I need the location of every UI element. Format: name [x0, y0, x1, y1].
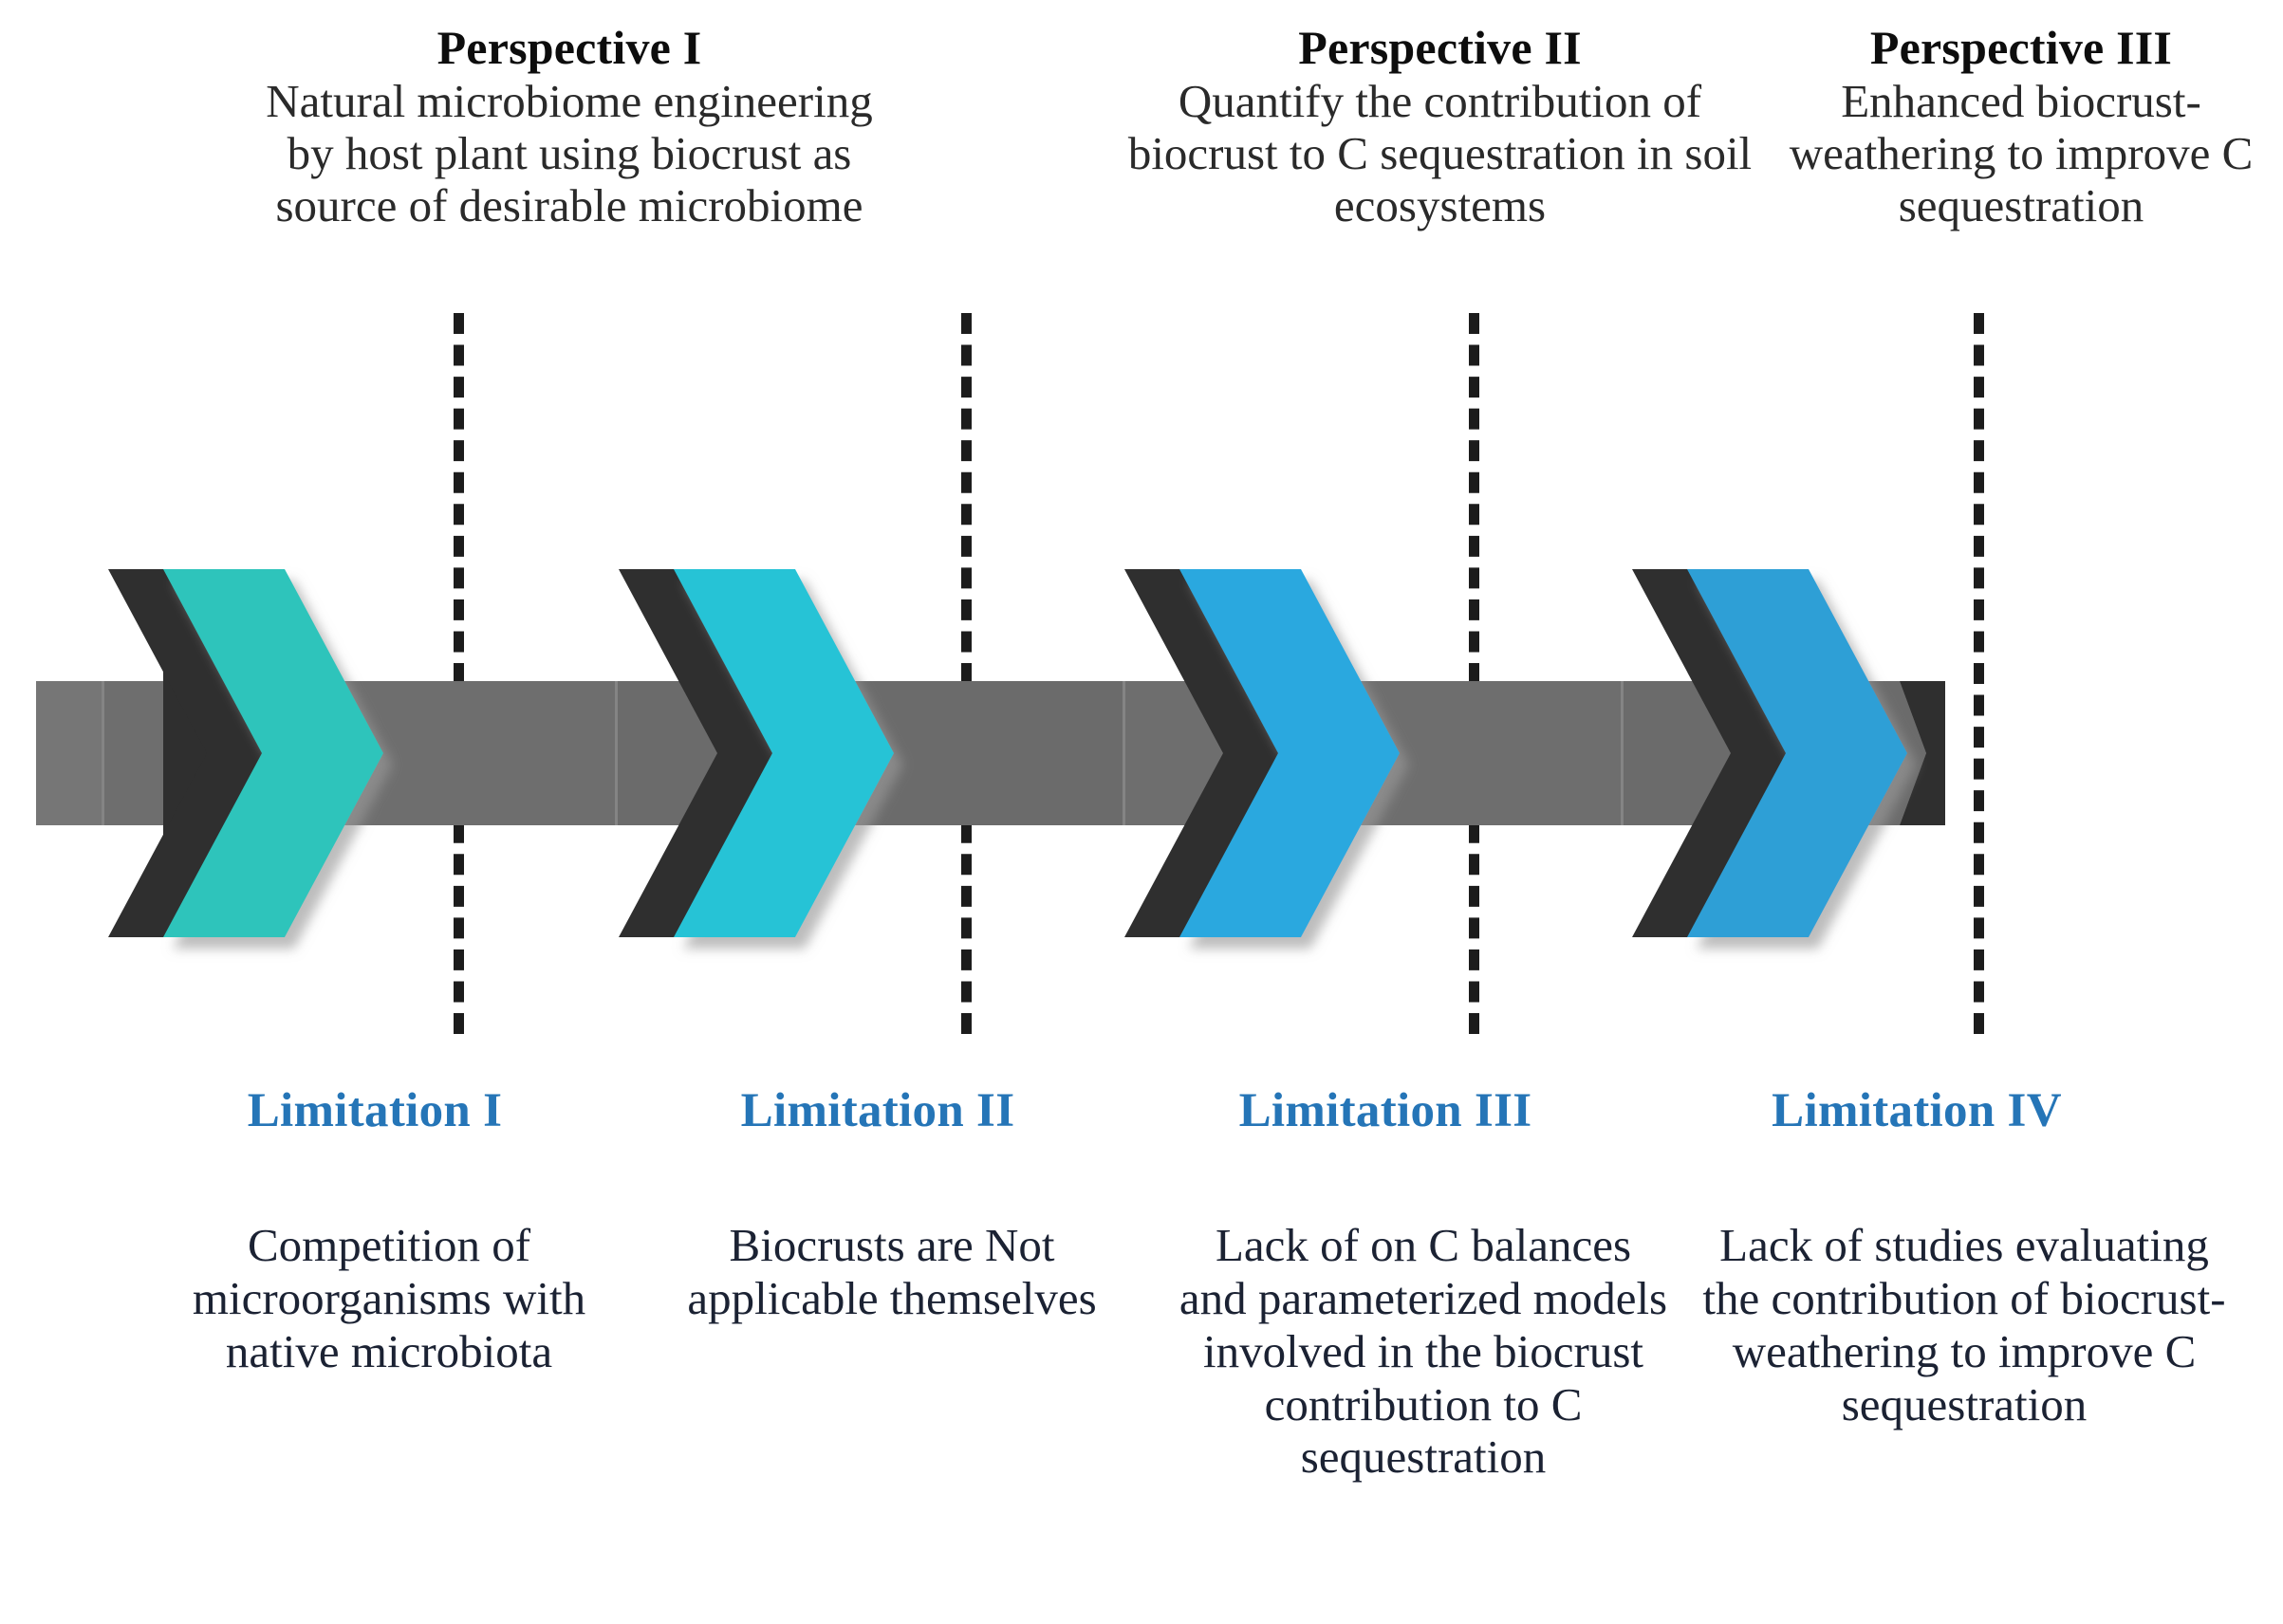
- perspective-1-body: Natural microbiome engineering by host p…: [266, 75, 873, 231]
- limitation-4-body-block: Lack of studies evaluating the contribut…: [1698, 1219, 2230, 1430]
- chevron-stage-4: [1632, 569, 1907, 937]
- limitation-2-body-block: Biocrusts are Not applicable themselves: [683, 1219, 1101, 1325]
- limitation-3-label: Limitation III: [1238, 1084, 1532, 1137]
- limitation-3-label-block: Limitation III: [1167, 1083, 1604, 1138]
- perspective-2-body: Quantify the contribution of biocrust to…: [1127, 75, 1753, 231]
- divider-line-3: [1469, 313, 1479, 1034]
- chevron-3-shape: [1179, 569, 1400, 937]
- limitation-1-label-block: Limitation I: [171, 1083, 579, 1138]
- divider-line-2: [961, 313, 972, 1034]
- limitation-4-label: Limitation IV: [1772, 1084, 2062, 1137]
- perspective-2-block: Perspective II Quantify the contribution…: [1124, 21, 1755, 232]
- limitation-3-body-block: Lack of on C balances and parameterized …: [1177, 1219, 1670, 1484]
- band-body: [36, 681, 1945, 825]
- divider-line-4: [1974, 313, 1984, 1034]
- chevron-1-shape: [163, 569, 383, 937]
- perspective-1-block: Perspective I Natural microbiome enginee…: [237, 21, 901, 232]
- divider-line-1: [454, 313, 464, 1034]
- perspective-3-title: Perspective III: [1869, 21, 2173, 74]
- limitation-2-label-block: Limitation II: [664, 1083, 1091, 1138]
- limitation-2-label: Limitation II: [740, 1084, 1015, 1137]
- chevron-4-shape: [1687, 569, 1907, 937]
- chevron-stage-2: [619, 569, 894, 937]
- limitation-1-body-block: Competition of microorganisms with nativ…: [180, 1219, 598, 1378]
- limitation-1-label: Limitation I: [247, 1084, 503, 1137]
- limitation-3-body: Lack of on C balances and parameterized …: [1179, 1219, 1668, 1484]
- chevron-stage-3: [1124, 569, 1400, 937]
- perspective-2-title: Perspective II: [1298, 21, 1582, 74]
- perspective-1-title: Perspective I: [436, 21, 702, 74]
- perspective-3-body: Enhanced biocrust-weathering to improve …: [1789, 75, 2254, 231]
- limitation-2-body: Biocrusts are Not applicable themselves: [687, 1219, 1097, 1324]
- chevron-stage-1: [108, 569, 383, 937]
- limitation-4-body: Lack of studies evaluating the contribut…: [1702, 1219, 2226, 1430]
- perspective-3-block: Perspective III Enhanced biocrust-weathe…: [1784, 21, 2258, 232]
- limitation-1-body: Competition of microorganisms with nativ…: [192, 1219, 586, 1377]
- limitation-4-label-block: Limitation IV: [1698, 1083, 2135, 1138]
- band-end-cap: [1900, 681, 1945, 825]
- chevron-2-shape: [674, 569, 894, 937]
